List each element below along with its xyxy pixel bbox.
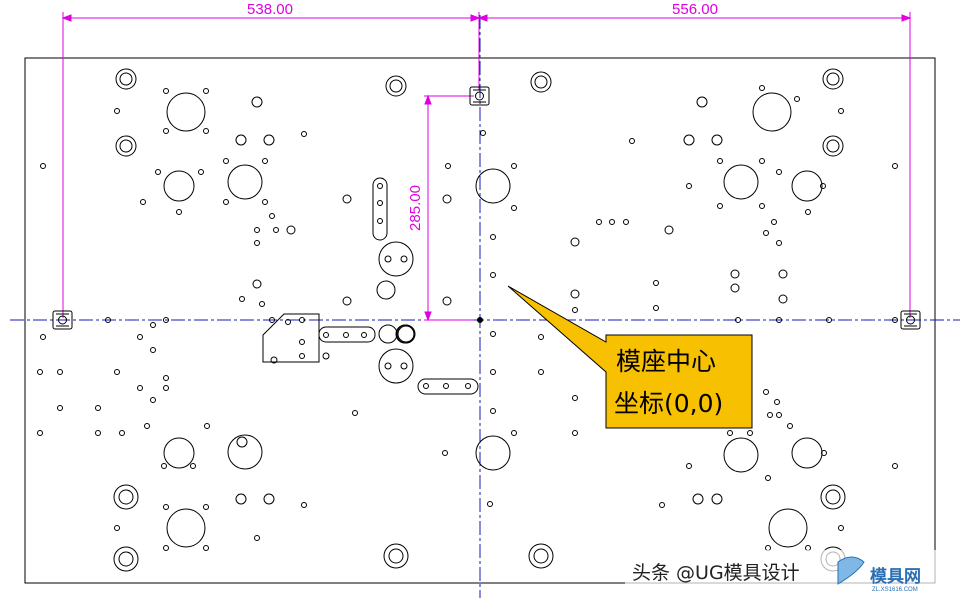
bore (723, 437, 759, 473)
slot (372, 177, 388, 241)
dimension-left-label: 538.00 (247, 1, 293, 18)
callout-line-1: 模座中心 (616, 347, 716, 376)
datum-marker-left (52, 310, 73, 330)
dimension-right-label: 556.00 (672, 1, 718, 18)
callout-line-2: 坐标(0,0) (614, 389, 723, 418)
bore (475, 435, 511, 471)
bore (791, 170, 823, 202)
guide-bore (752, 92, 792, 132)
ejector-boss (378, 241, 414, 277)
callout-box (507, 285, 753, 429)
datum-marker-top (469, 86, 490, 106)
watermark-text: 头条 @UG模具设计 (632, 562, 800, 584)
bore (227, 434, 263, 470)
slot (417, 378, 479, 395)
slider-block (262, 313, 320, 363)
guide-bore (768, 508, 808, 548)
bore (163, 170, 195, 202)
bore (791, 437, 823, 469)
datum-marker-right (900, 310, 921, 330)
watermark-url: ZL.XS1616.COM (872, 587, 918, 593)
guide-bore (166, 508, 206, 548)
dimension-vertical-label: 285.00 (407, 185, 424, 231)
medium-holes (235, 96, 788, 505)
watermark: 头条 @UG模具设计 模具网 ZL.XS1616.COM (625, 550, 963, 596)
plate-features (37, 68, 921, 572)
origin-callout: 模座中心 坐标(0,0) (507, 285, 753, 429)
bore (475, 168, 511, 204)
bore (723, 164, 759, 200)
bore (227, 164, 263, 200)
ejector-boss (378, 348, 414, 384)
dimension-lines (61, 12, 912, 322)
origin-point (477, 317, 483, 323)
slider-arm (318, 326, 376, 343)
small-holes (37, 85, 898, 551)
guide-bore (166, 92, 206, 132)
centerlines (10, 15, 960, 598)
bore (163, 437, 195, 469)
counterbore-holes (113, 68, 846, 572)
watermark-logo-icon (837, 556, 865, 585)
watermark-logo: 模具网 (870, 566, 921, 587)
